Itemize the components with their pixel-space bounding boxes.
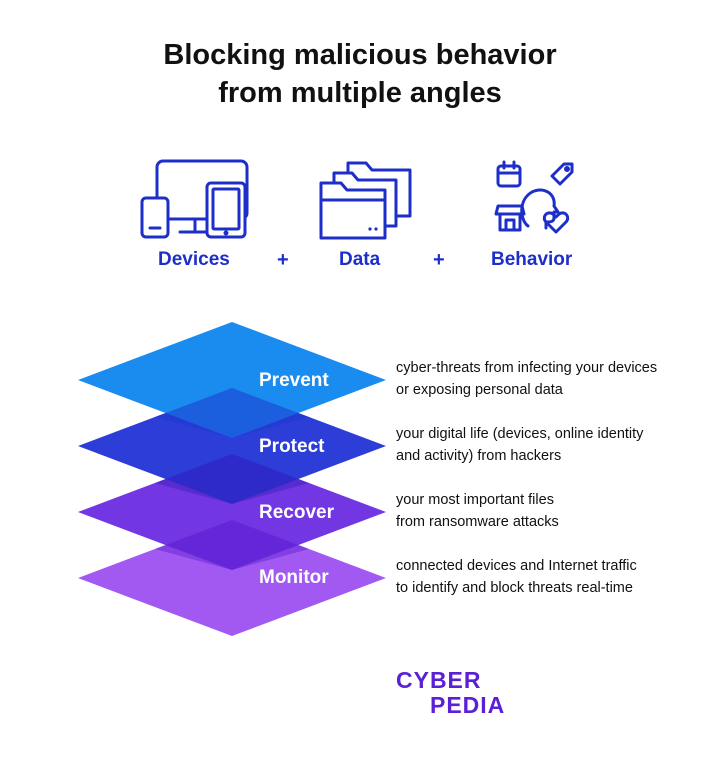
layer-description-prevent: cyber-threats from infecting your device… <box>396 357 696 401</box>
page-title: Blocking malicious behavior from multipl… <box>0 36 720 112</box>
desc-line: your most important files <box>396 492 554 508</box>
behavior-icon <box>494 160 574 234</box>
logo-line-1: CYBER <box>396 667 482 693</box>
title-line-2: from multiple angles <box>218 77 502 109</box>
category-label-data: Data <box>339 249 381 270</box>
desc-line: your digital life (devices, online ident… <box>396 426 644 442</box>
layer-description-recover: your most important files from ransomwar… <box>396 489 696 533</box>
desc-line: to identify and block threats real-time <box>396 580 633 596</box>
folders-icon <box>319 161 412 240</box>
devices-icon <box>140 159 249 239</box>
desc-line: or exposing personal data <box>396 382 563 398</box>
desc-line: cyber-threats from infecting your device… <box>396 360 658 376</box>
layer-monitor-shape <box>78 520 386 636</box>
layer-label-recover: Recover <box>259 502 334 523</box>
plus-sign: + <box>433 249 445 271</box>
layer-prevent-shape <box>78 322 386 438</box>
layer-recover-shape <box>78 454 386 570</box>
desc-line: and activity) from hackers <box>396 448 562 464</box>
layer-description-protect: your digital life (devices, online ident… <box>396 423 696 467</box>
desc-line: connected devices and Internet traffic <box>396 558 637 574</box>
category-label-behavior: Behavior <box>491 249 573 270</box>
plus-sign: + <box>277 249 289 271</box>
logo-line-2: PEDIA <box>430 692 506 718</box>
category-label-devices: Devices <box>158 249 230 270</box>
desc-line: from ransomware attacks <box>396 514 559 530</box>
layer-label-prevent: Prevent <box>259 370 329 391</box>
cyberpedia-logo: CYBER PEDIA <box>396 668 505 718</box>
layer-description-monitor: connected devices and Internet traffic t… <box>396 555 696 599</box>
layer-label-protect: Protect <box>259 436 325 457</box>
layer-label-monitor: Monitor <box>259 567 329 588</box>
title-line-1: Blocking malicious behavior <box>163 39 557 71</box>
